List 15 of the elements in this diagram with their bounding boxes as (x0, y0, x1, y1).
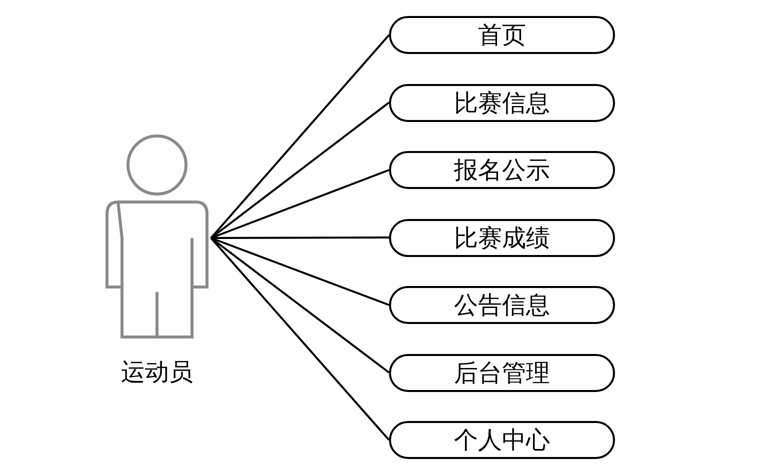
connector-line (210, 34, 390, 239)
connector-line (210, 237, 390, 441)
connector-line (210, 169, 390, 239)
actor-label: 运动员 (121, 357, 193, 388)
connector-line (210, 237, 390, 306)
connector-line (210, 102, 390, 239)
use-case-pill: 个人中心 (389, 421, 615, 459)
use-case-pill: 比赛信息 (389, 84, 615, 122)
connector-line (210, 237, 390, 374)
use-case-pill: 后台管理 (389, 354, 615, 392)
use-case-pill: 报名公示 (389, 151, 615, 189)
use-case-pill: 首页 (389, 16, 615, 54)
use-case-pill: 比赛成绩 (389, 218, 615, 256)
connector-line (211, 236, 389, 239)
use-case-pill: 公告信息 (389, 286, 615, 324)
